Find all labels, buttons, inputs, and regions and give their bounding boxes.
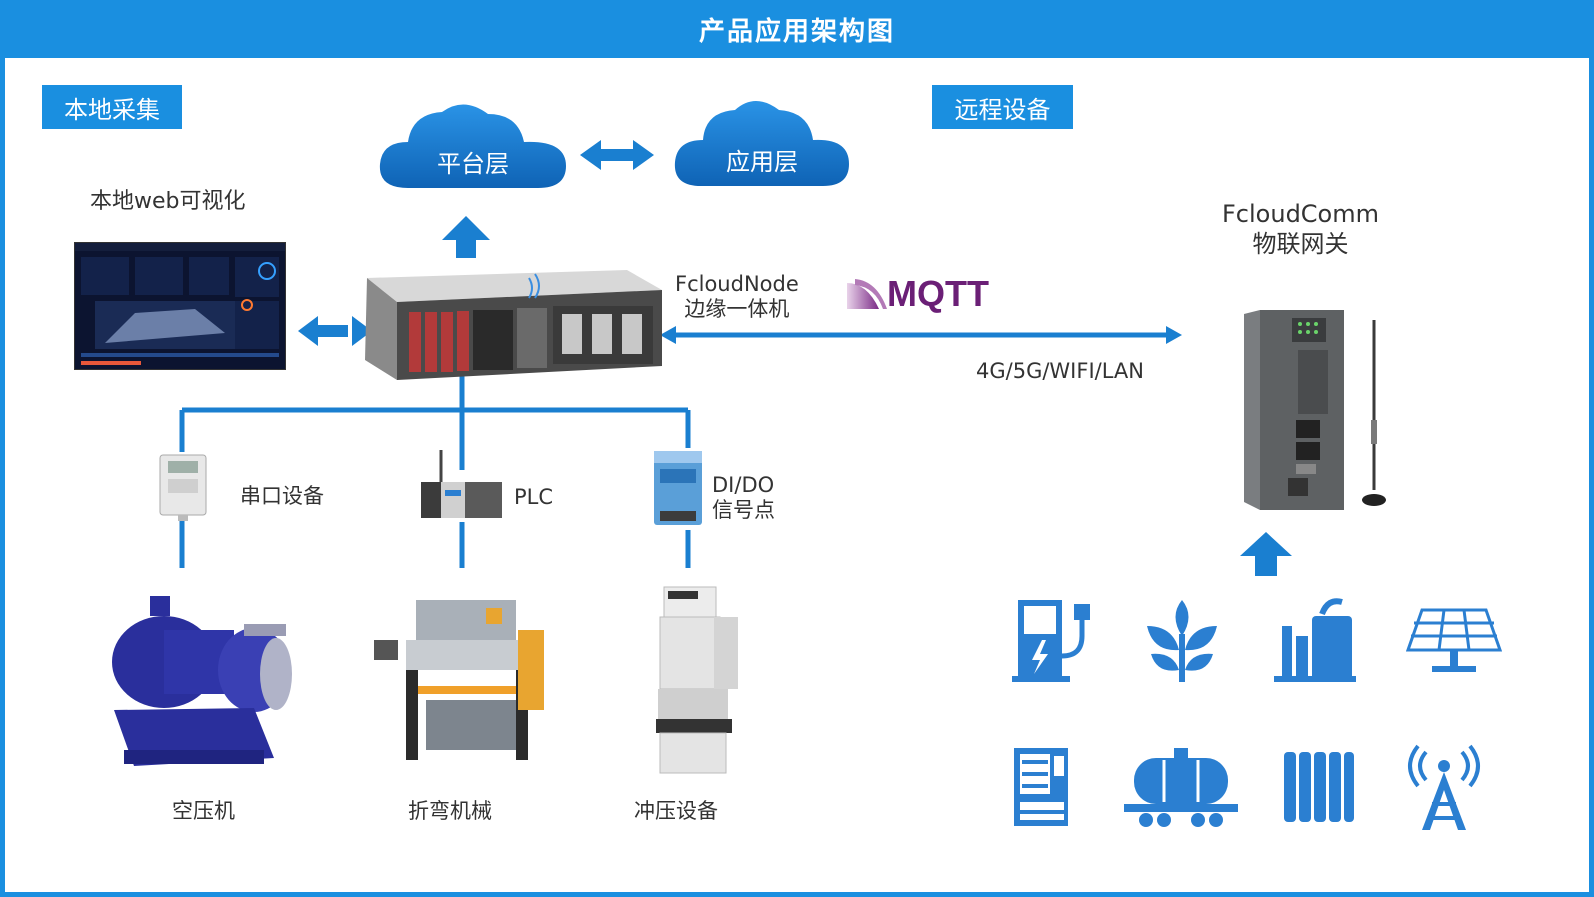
title-bar: 产品应用架构图 — [0, 0, 1594, 58]
signal-tower-icon — [1406, 742, 1482, 832]
mqtt-logo: MQTT — [847, 273, 1015, 314]
serial-meter-image — [158, 453, 208, 521]
press-brake-image — [366, 590, 556, 772]
serial-device-label: 串口设备 — [240, 484, 324, 508]
network-arrow-right — [1166, 326, 1182, 344]
up-arrow-gateway — [1240, 532, 1292, 576]
screen-server-double-arrow — [298, 316, 372, 346]
node-label-line1: FcloudNode — [675, 272, 799, 296]
tag-remote: 远程设备 — [932, 85, 1073, 129]
network-label: 4G/5G/WIFI/LAN — [976, 359, 1144, 383]
dido-label-line2: 信号点 — [712, 498, 775, 522]
edge-server-image — [357, 268, 662, 383]
gateway-label-line1: FcloudComm — [1222, 200, 1379, 228]
gateway-label: FcloudComm 物联网关 — [1222, 199, 1379, 259]
node-label: FcloudNode 边缘一体机 — [675, 272, 799, 322]
application-cloud: 应用层 — [673, 100, 851, 188]
dido-label-line1: DI/DO — [712, 473, 775, 497]
ev-charger-icon — [1012, 596, 1098, 684]
plc-image — [419, 450, 504, 522]
radiator-icon — [1282, 746, 1356, 828]
mqtt-logo-text: MQTT — [887, 273, 989, 314]
vending-machine-icon — [1012, 746, 1070, 828]
platform-cloud-label: 平台层 — [437, 150, 509, 178]
punch-press-image — [650, 583, 742, 779]
local-web-label: 本地web可视化 — [90, 189, 246, 214]
tank-car-icon — [1120, 744, 1242, 828]
gateway-label-line2: 物联网关 — [1252, 230, 1349, 258]
gateway-device-image — [1242, 310, 1397, 512]
press-brake-label: 折弯机械 — [408, 799, 492, 823]
adam-module-image — [650, 447, 706, 529]
tag-local: 本地采集 — [42, 85, 182, 129]
compressor-label: 空压机 — [172, 799, 235, 823]
punch-label: 冲压设备 — [634, 799, 718, 823]
node-label-line2: 边缘一体机 — [684, 297, 790, 321]
platform-cloud: 平台层 — [378, 104, 568, 190]
dashboard-screenshot — [74, 242, 286, 370]
air-compressor-image — [104, 590, 300, 772]
factory-icon — [1272, 596, 1358, 684]
page-title: 产品应用架构图 — [698, 16, 895, 47]
solar-panel-icon — [1406, 608, 1502, 676]
up-arrow-platform — [442, 216, 490, 258]
plc-label: PLC — [514, 485, 554, 509]
application-cloud-label: 应用层 — [726, 148, 798, 176]
network-arrow-left — [660, 326, 676, 344]
dido-label: DI/DO 信号点 — [712, 473, 775, 523]
cloud-double-arrow — [580, 140, 654, 170]
plant-icon — [1143, 596, 1221, 684]
